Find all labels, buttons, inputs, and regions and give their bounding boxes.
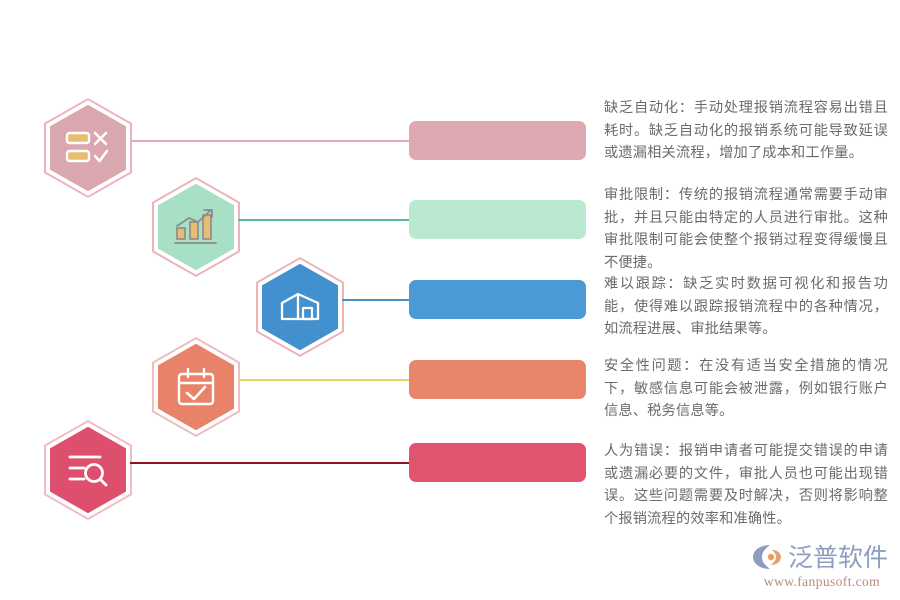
hex-inner-fill bbox=[158, 343, 234, 431]
connector-line-automation bbox=[130, 140, 410, 142]
accent-pill-security bbox=[409, 360, 586, 399]
brand-logo[interactable]: 泛普软件 www.fanpusoft.com bbox=[752, 543, 892, 591]
connector-line-tracking bbox=[342, 299, 410, 301]
hex-badge-human-error[interactable] bbox=[44, 420, 132, 520]
connector-line-approval bbox=[238, 219, 410, 221]
description-security: 安全性问题：在没有适当安全措施的情况下，敏感信息可能会被泄露，例如银行账户信息、… bbox=[604, 358, 888, 420]
hex-badge-tracking[interactable] bbox=[256, 257, 344, 357]
description-automation: 缺乏自动化：手动处理报销流程容易出错且耗时。缺乏自动化的报销系统可能导致延误或遗… bbox=[604, 100, 888, 162]
logo-company-name: 泛普软件 bbox=[788, 542, 889, 572]
description-approval: 审批限制：传统的报销流程通常需要手动审批，并且只能由特定的人员进行审批。这种审批… bbox=[604, 187, 888, 271]
connector-line-human-error bbox=[130, 462, 410, 464]
hex-badge-automation[interactable] bbox=[44, 98, 132, 198]
fanpu-swoosh-logo-icon bbox=[753, 545, 781, 569]
hex-badge-security[interactable] bbox=[152, 337, 240, 437]
accent-pill-tracking bbox=[409, 280, 586, 319]
hex-badge-approval[interactable] bbox=[152, 177, 240, 277]
document-search-icon bbox=[68, 455, 108, 487]
logo-website-url: www.fanpusoft.com bbox=[763, 574, 881, 589]
checklist-cross-check-icon bbox=[65, 131, 109, 163]
logo-row: 泛普软件 bbox=[752, 543, 892, 571]
description-tracking: 难以跟踪：缺乏实时数据可视化和报告功能，使得难以跟踪报销流程中的各种情况，如流程… bbox=[604, 276, 888, 338]
connector-line-security bbox=[238, 379, 410, 381]
hex-inner-fill bbox=[158, 183, 234, 271]
warehouse-building-icon bbox=[280, 292, 320, 321]
description-human-error: 人为错误：报销申请者可能提交错误的申请或遗漏必要的文件，审批人员也可能出现错误。… bbox=[604, 443, 888, 527]
bar-chart-growth-icon bbox=[174, 209, 217, 244]
accent-pill-automation bbox=[409, 121, 586, 160]
accent-pill-approval bbox=[409, 200, 586, 239]
calendar-check-icon bbox=[177, 367, 215, 406]
accent-pill-human-error bbox=[409, 443, 586, 482]
